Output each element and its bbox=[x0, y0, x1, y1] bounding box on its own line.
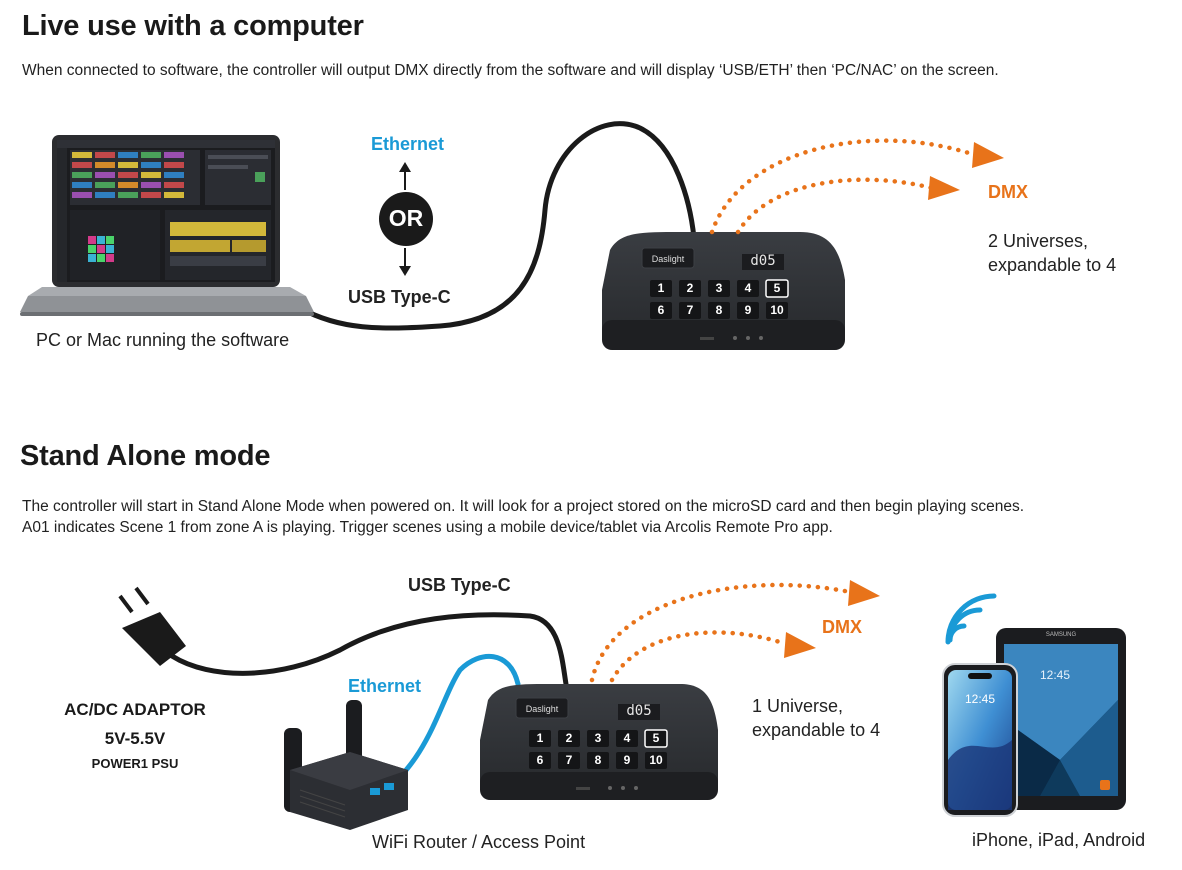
controller-2-display: d05 bbox=[626, 703, 652, 719]
controller-1-key: 7 bbox=[686, 303, 694, 317]
universes-line1: 1 Universe, bbox=[752, 696, 844, 716]
section2-description: The controller will start in Stand Alone… bbox=[22, 496, 1172, 538]
controller-1-key: 9 bbox=[744, 303, 752, 317]
controller-2-key: 8 bbox=[594, 753, 602, 767]
phone-clock: 12:45 bbox=[964, 692, 996, 706]
tablet bbox=[996, 628, 1126, 810]
controller-1-key: 1 bbox=[657, 281, 665, 295]
controller-2-key: 4 bbox=[623, 731, 631, 745]
adaptor-line3: POWER1 PSU bbox=[91, 756, 179, 771]
usb-cable-1 bbox=[297, 121, 697, 331]
universes-line2: expandable to 4 bbox=[752, 720, 881, 740]
section1-title: Live use with a computer bbox=[22, 10, 364, 42]
phone bbox=[942, 663, 1018, 817]
dmx-label-1: DMX bbox=[988, 182, 1028, 202]
power-plug bbox=[118, 586, 186, 666]
controller-1-key: 4 bbox=[744, 281, 752, 295]
controller-1 bbox=[602, 232, 845, 350]
ethernet-cable-2 bbox=[375, 653, 521, 799]
adaptor-label: AC/DC ADAPTOR 5V-5.5V POWER1 PSU bbox=[40, 700, 230, 771]
controller-2-brand: Daslight bbox=[525, 704, 559, 714]
wifi-icon bbox=[945, 593, 997, 645]
computer-label: PC or Mac running the software bbox=[36, 330, 290, 350]
controller-2-key: 2 bbox=[565, 731, 573, 745]
router-label: WiFi Router / Access Point bbox=[372, 832, 586, 852]
tablet-clock: 12:45 bbox=[1040, 668, 1071, 682]
controller-1-display: d05 bbox=[750, 253, 776, 269]
section2-title: Stand Alone mode bbox=[20, 440, 271, 472]
universes-label-2: 1 Universe, expandable to 4 bbox=[752, 694, 880, 742]
section1-description: When connected to software, the controll… bbox=[22, 62, 999, 79]
controller-2 bbox=[480, 684, 718, 800]
software-grid bbox=[70, 150, 200, 205]
controller-1-key: 2 bbox=[686, 281, 694, 295]
dmx-arrows-2 bbox=[589, 580, 880, 683]
dmx-arrows-1 bbox=[709, 138, 1004, 235]
controller-1-key: 3 bbox=[715, 281, 723, 295]
wifi-router bbox=[284, 700, 408, 830]
controller-2-key: 6 bbox=[536, 753, 544, 767]
usb-label-2: USB Type-C bbox=[408, 575, 511, 595]
ethernet-label-2: Ethernet bbox=[348, 676, 422, 696]
pixel-map bbox=[88, 236, 114, 262]
or-label: OR bbox=[388, 205, 424, 231]
controller-2-key: 7 bbox=[565, 753, 573, 767]
devices-label: iPhone, iPad, Android bbox=[972, 830, 1146, 850]
universes-line2: expandable to 4 bbox=[988, 255, 1117, 275]
adaptor-line1: AC/DC ADAPTOR bbox=[64, 700, 206, 719]
controller-1-key: 10 bbox=[770, 303, 784, 317]
controller-1-brand: Daslight bbox=[651, 254, 685, 264]
controller-1-key: 6 bbox=[657, 303, 665, 317]
section2-description-line1: The controller will start in Stand Alone… bbox=[22, 498, 1025, 515]
usb-label-1: USB Type-C bbox=[348, 287, 451, 307]
section2-description-line2: A01 indicates Scene 1 from zone A is pla… bbox=[22, 519, 833, 536]
ethernet-label-1: Ethernet bbox=[371, 134, 445, 154]
usb-cable-2 bbox=[169, 612, 569, 687]
adaptor-line2: 5V-5.5V bbox=[104, 729, 166, 748]
or-connector bbox=[379, 162, 433, 276]
controller-2-key: 5 bbox=[652, 731, 660, 745]
controller-1-key: 5 bbox=[773, 281, 781, 295]
universes-label-1: 2 Universes, expandable to 4 bbox=[988, 229, 1116, 277]
dmx-label-2: DMX bbox=[822, 617, 862, 637]
laptop bbox=[20, 135, 314, 316]
controller-2-key: 9 bbox=[623, 753, 631, 767]
controller-2-key: 3 bbox=[594, 731, 602, 745]
tablet-brand: SAMSUNG bbox=[1045, 632, 1077, 638]
controller-2-key: 1 bbox=[536, 731, 544, 745]
controller-1-key: 8 bbox=[715, 303, 723, 317]
universes-line1: 2 Universes, bbox=[988, 231, 1089, 251]
controller-2-key: 10 bbox=[649, 753, 663, 767]
